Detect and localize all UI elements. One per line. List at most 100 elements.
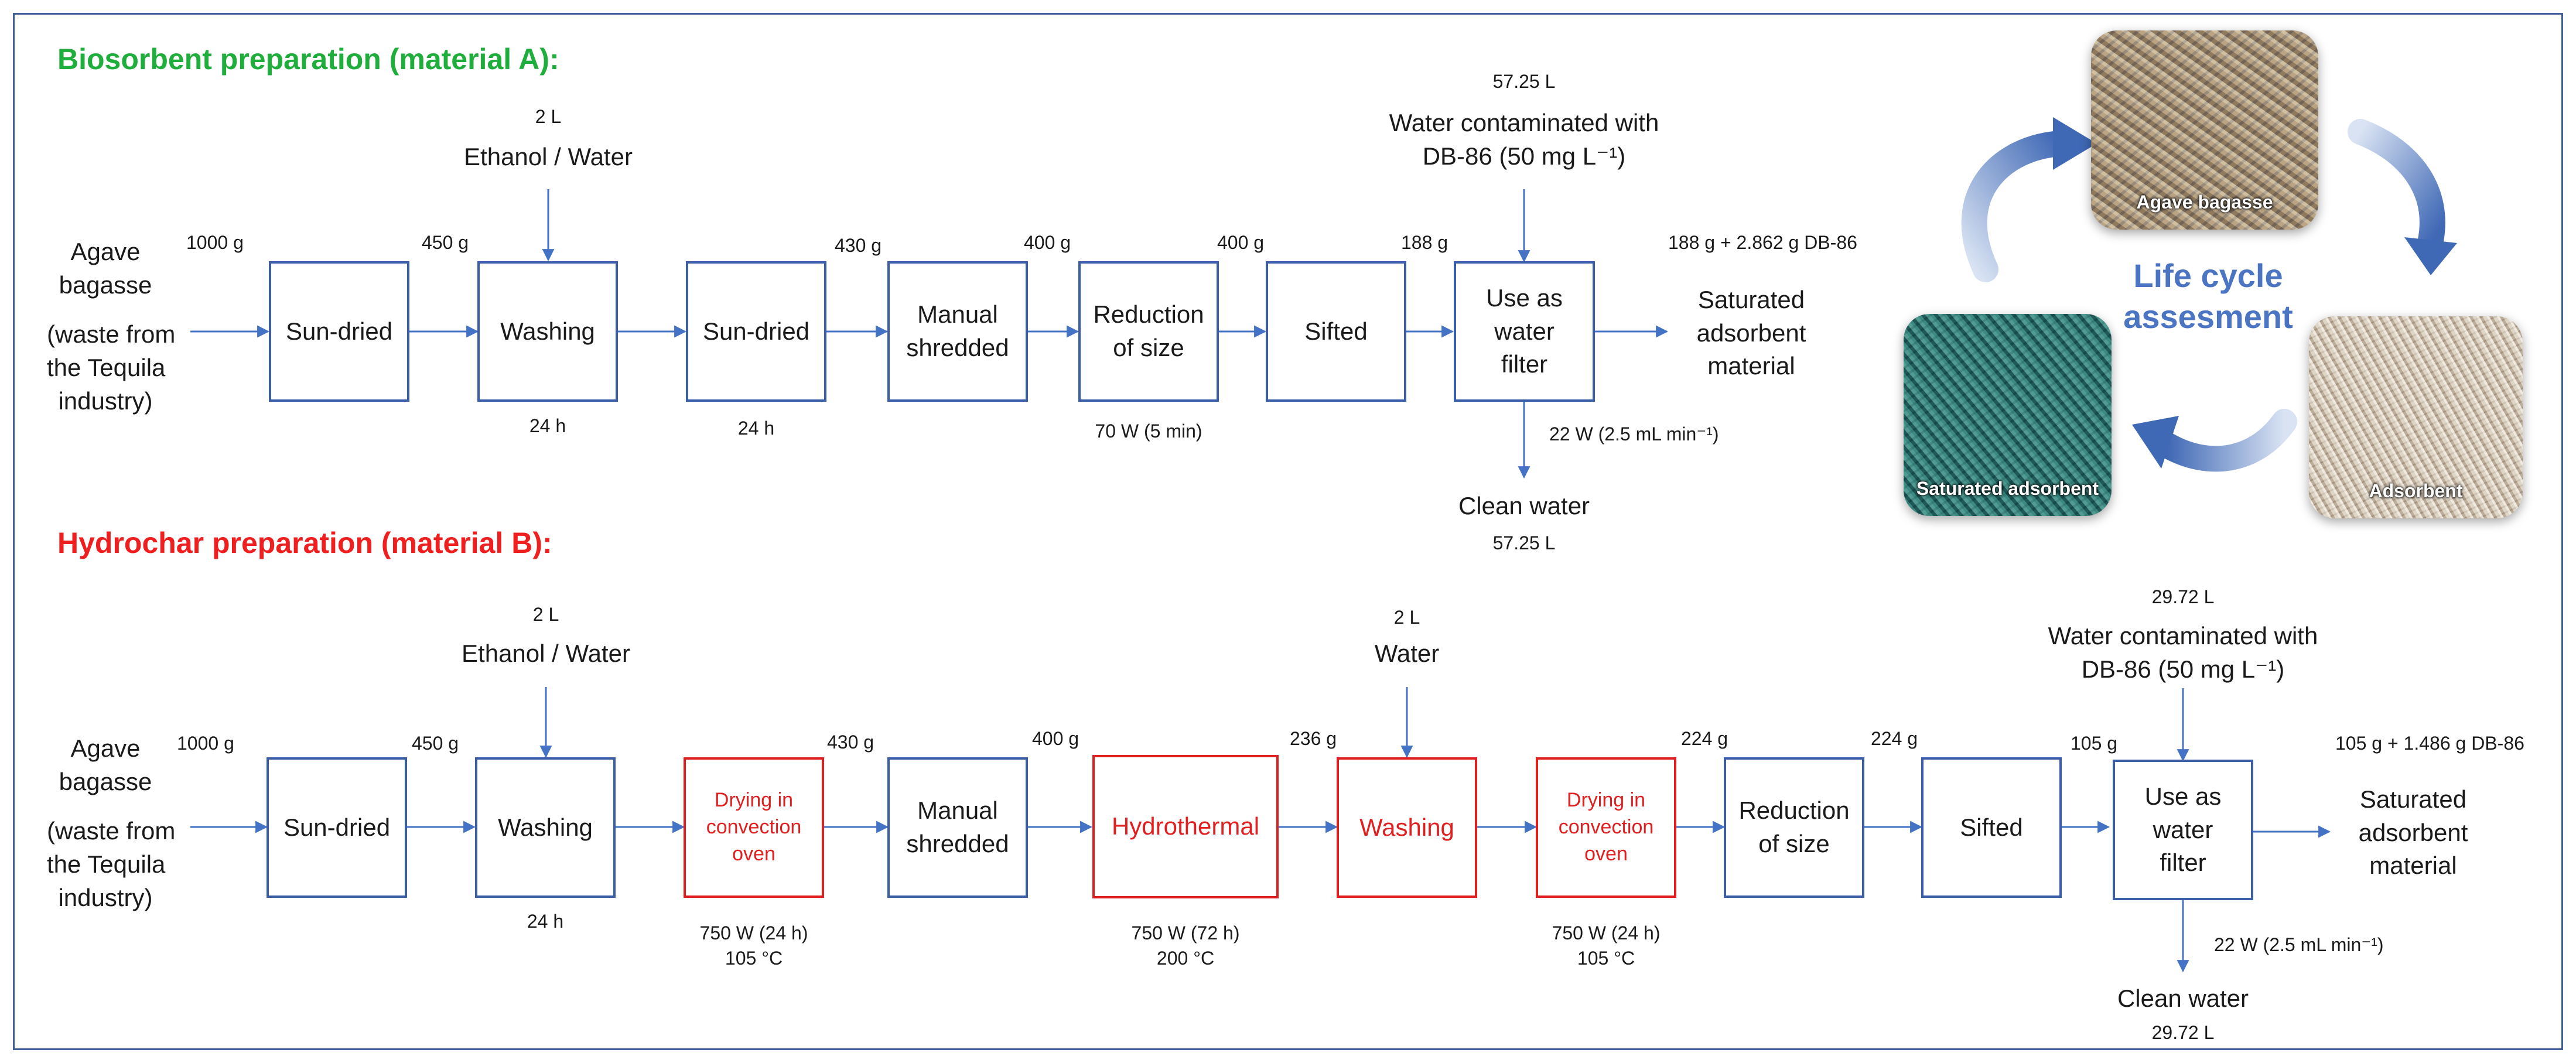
section-a-source: Agave bagasse (waste from the Tequila in… [47,235,176,418]
lca-title: Life cycle assesment [2123,257,2293,335]
source-line: the Tequila [47,354,166,382]
mass-label: 430 g [835,235,882,256]
source-line: (waste from [47,817,176,845]
ethanol-label: Ethanol / Water [464,143,633,170]
mass-label: 224 g [1681,728,1728,749]
mass-label: 430 g [827,732,874,753]
clean-water-a-amount: 57.25 L [1492,532,1556,553]
section-b-title: Hydrochar preparation (material B): [57,527,552,559]
contam-label-line: Water contaminated with [1389,109,1659,136]
output-line: adsorbent [1696,319,1806,347]
source-line: (waste from [47,320,176,348]
note-a-washing: 24 h [529,415,566,436]
clean-water-a: Clean water [1458,492,1590,519]
output-line: material [1707,352,1795,380]
lca-arrow-top-left [1961,131,2075,282]
output-b-mass: 105 g + 1.486 g DB-86 [2335,733,2524,754]
mass-label: 400 g [1217,232,1265,253]
note-a-sun-dried: 24 h [737,418,775,439]
step-b-manual-shredded: Manual shredded [887,757,1028,898]
output-a-label: Saturated adsorbent material [1669,283,1833,383]
note-b-washing: 24 h [527,911,564,932]
output-b-label: Saturated adsorbent material [2331,783,2495,883]
note-a-filter: 22 W (2.5 mL min⁻¹) [1549,423,1719,445]
step-b-water-filter: Use as water filter [2113,760,2253,900]
step-b-drying-oven-2: Drying in convection oven [1536,757,1676,898]
lca-arrow-bottom [2154,409,2297,472]
note-b-filter: 22 W (2.5 mL min⁻¹) [2214,934,2384,955]
mass-label: 400 g [1024,232,1071,253]
water-amount-b: 2 L [1393,607,1420,628]
step-a-sifted: Sifted [1266,261,1406,402]
contam-label-line: DB-86 (50 mg L⁻¹) [2081,655,2285,683]
section-a-title: Biosorbent preparation (material A): [57,43,559,76]
contam-label: Water contaminated with DB-86 (50 mg L⁻¹… [1348,107,1700,173]
note-b-hydro: 750 W (72 h) 200 °C [1098,921,1273,971]
ethanol-label-b: Ethanol / Water [462,640,630,667]
step-a-manual-shredded: Manual shredded [887,261,1028,402]
mass-label: 1000 g [186,232,244,253]
source-line: Agave [70,734,141,762]
note-b-oven2: 750 W (24 h) 105 °C [1518,921,1694,971]
saturated-adsorbent-photo: Saturated adsorbent [1904,314,2112,516]
section-b-source: Agave bagasse (waste from the Tequila in… [47,732,176,914]
step-a-water-filter: Use as water filter [1454,261,1595,402]
ethanol-amount-b: 2 L [532,604,559,625]
note-line: 105 °C [1577,948,1635,969]
note-b-oven1: 750 W (24 h) 105 °C [666,921,842,971]
adsorbent-photo: Adsorbent [2309,316,2523,518]
mass-label: 400 g [1032,728,1079,749]
source-line: Agave [70,238,141,265]
step-b-drying-oven-1: Drying in convection oven [684,757,824,898]
output-line: adsorbent [2358,818,2468,846]
source-line: bagasse [59,767,152,795]
contam-label-line: DB-86 (50 mg L⁻¹) [1422,142,1626,170]
step-b-washing-2: Washing [1337,757,1477,898]
note-line: 750 W (24 h) [699,922,808,944]
photo-caption: Adsorbent [2369,480,2463,501]
note-line: 105 °C [725,948,783,969]
output-line: Saturated [1697,286,1805,313]
contam-label-b: Water contaminated with DB-86 (50 mg L⁻¹… [2007,620,2359,686]
step-b-reduction-of-size: Reduction of size [1724,757,1864,898]
source-line: the Tequila [47,850,166,879]
clean-water-b-amount: 29.72 L [2151,1022,2215,1043]
source-line: industry) [58,387,153,415]
source-line: industry) [58,883,153,911]
lca-arrowhead-top-left [2053,117,2097,170]
mass-label: 224 g [1871,728,1918,749]
note-line: 200 °C [1156,948,1215,969]
figure-frame [13,13,2563,1050]
step-b-sifted: Sifted [1921,757,2062,898]
step-a-washing: Washing [477,261,618,402]
source-line: bagasse [59,271,152,299]
mass-label: 188 g [1401,232,1448,253]
step-a-sun-dried-1: Sun-dried [269,261,409,402]
step-b-hydrothermal: Hydrothermal [1092,755,1279,898]
contam-label-line: Water contaminated with [2048,622,2318,650]
note-line: 750 W (72 h) [1131,922,1240,944]
step-a-sun-dried-2: Sun-dried [686,261,826,402]
lca-arrowhead-top-right [2404,237,2457,275]
step-b-washing: Washing [475,757,616,898]
mass-label: 450 g [422,232,469,253]
step-a-reduction-of-size: Reduction of size [1078,261,1219,402]
mass-label: 236 g [1290,728,1337,749]
agave-bagasse-photo: Agave bagasse [2091,30,2318,230]
output-a-mass: 188 g + 2.862 g DB-86 [1668,232,1857,253]
mass-label: 105 g [2071,733,2118,754]
photo-caption: Agave bagasse [2136,192,2273,213]
step-b-sun-dried: Sun-dried [267,757,407,898]
contam-amount-b: 29.72 L [2151,586,2215,607]
water-label-b: Water [1374,640,1440,667]
mass-label: 1000 g [177,733,234,754]
output-line: Saturated [2359,785,2467,813]
ethanol-amount: 2 L [535,106,562,127]
mass-label: 450 g [412,733,459,754]
lca-arrow-top-right [2348,119,2445,253]
output-line: material [2369,852,2457,880]
note-line: 750 W (24 h) [1552,922,1661,944]
photo-caption: Saturated adsorbent [1916,478,2099,499]
lca-arrowhead-bottom [2132,416,2179,469]
